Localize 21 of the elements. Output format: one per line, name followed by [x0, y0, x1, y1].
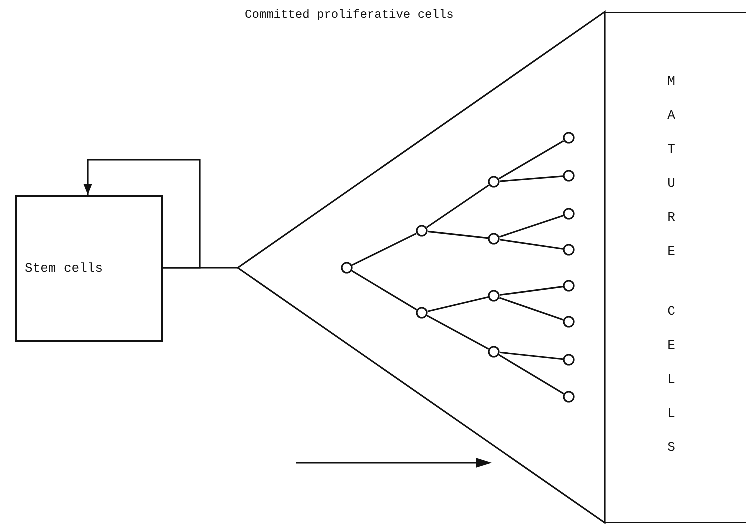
connector-line	[428, 230, 488, 240]
feedback-arrow	[84, 159, 201, 269]
connector-line	[498, 354, 564, 395]
connector-line	[500, 239, 564, 250]
vertical-label: CELLS	[666, 303, 676, 457]
connector-line	[500, 176, 564, 182]
region-box	[604, 12, 746, 523]
node-label: Committed proliferative cells	[245, 8, 454, 22]
connector-line	[499, 215, 564, 238]
connector-line	[352, 270, 418, 311]
connector-line	[352, 232, 417, 266]
connector-line	[426, 184, 490, 228]
connector-line	[498, 140, 564, 180]
connector-line	[426, 315, 490, 350]
connector-line	[499, 297, 564, 321]
process-box	[15, 195, 163, 342]
connector-line	[428, 296, 488, 312]
vertical-label: MATURE	[666, 73, 676, 261]
connector-line	[500, 286, 564, 296]
connector-line	[500, 352, 564, 360]
node-label: Stem cells	[25, 260, 104, 276]
